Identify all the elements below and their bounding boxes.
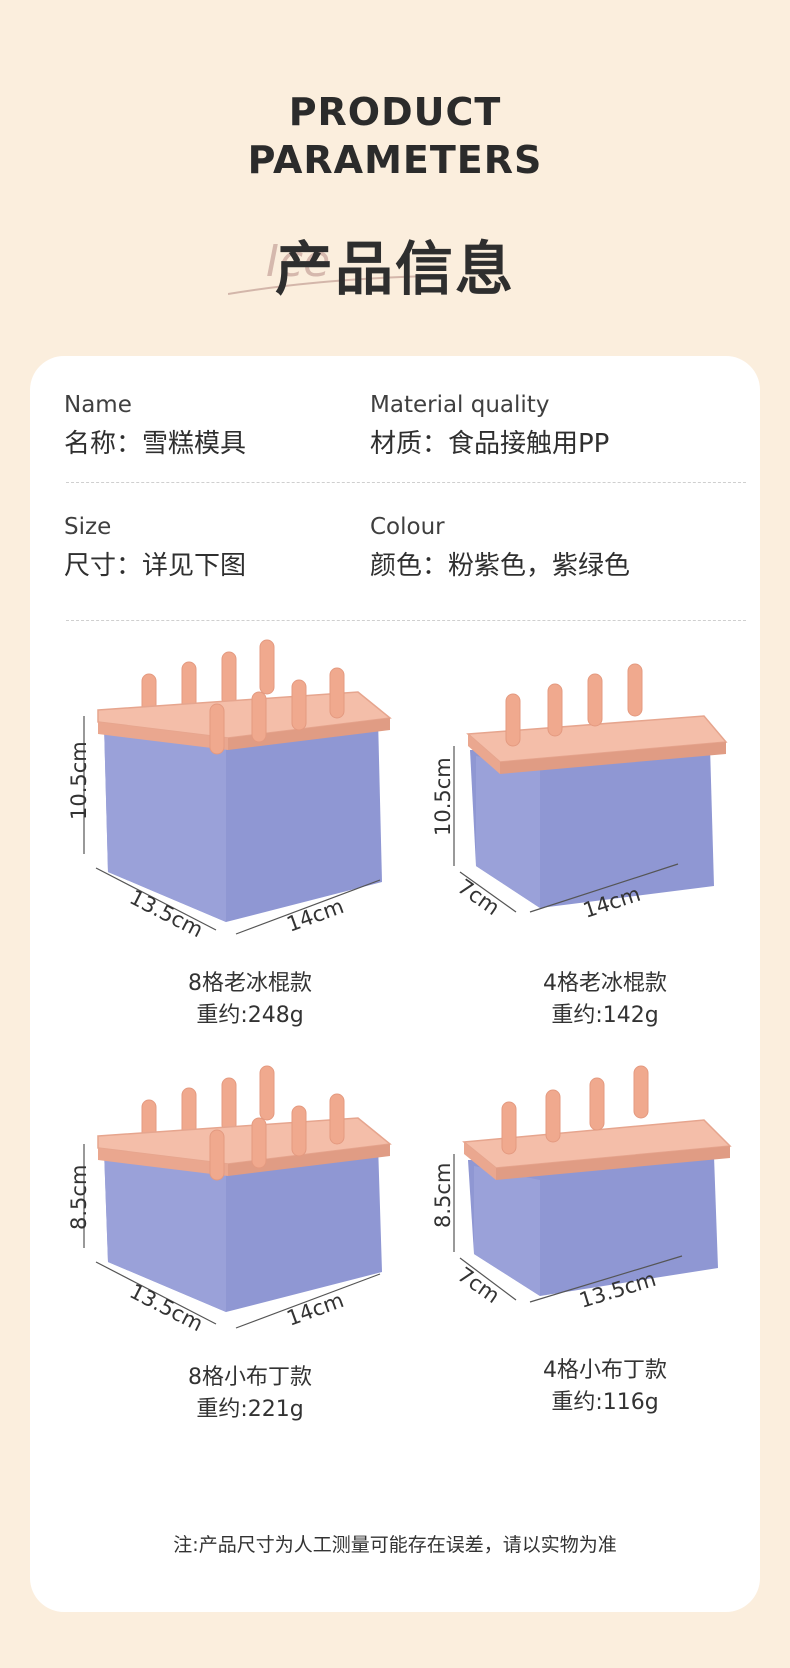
caption-4-tall: 4格老冰棍款 重约:142g: [475, 968, 735, 1032]
dim-depth: 7cm: [453, 874, 504, 920]
title-en-line1: PRODUCT: [288, 90, 502, 134]
product-image-4-tall: 10.5cm 7cm 14cm: [431, 663, 728, 923]
product-name: 4格小布丁款: [543, 1358, 667, 1383]
param-material-cn: 材质：食品接触用PP: [370, 429, 610, 459]
product-weight: 重约:248g: [196, 1003, 304, 1028]
param-name-en: Name: [64, 392, 132, 418]
product-name: 8格老冰棍款: [188, 971, 312, 996]
product-weight: 重约:142g: [551, 1003, 659, 1028]
product-image-8-tall: 10.5cm 13.5cm 14cm: [67, 639, 392, 942]
dim-height: 8.5cm: [67, 1165, 91, 1230]
param-material: Material quality 材质：食品接触用PP: [370, 390, 609, 462]
script-decoration: Ice: [228, 236, 428, 295]
param-colour-cn: 颜色：粉紫色，紫绿色: [370, 551, 631, 581]
divider: [66, 620, 746, 621]
title-en-line2: PARAMETERS: [247, 138, 543, 182]
product-name: 4格老冰棍款: [543, 971, 667, 996]
caption-8-short: 8格小布丁款 重约:221g: [120, 1362, 380, 1426]
disclaimer-note: 注:产品尺寸为人工测量可能存在误差，请以实物为准: [173, 1534, 617, 1556]
dim-height: 10.5cm: [67, 741, 91, 820]
param-size-en: Size: [64, 514, 112, 540]
script-deco-text: Ice: [266, 236, 330, 287]
caption-8-tall: 8格老冰棍款 重约:248g: [120, 968, 380, 1032]
caption-4-short: 4格小布丁款 重约:116g: [475, 1355, 735, 1419]
param-name-cn: 名称：雪糕模具: [64, 429, 247, 459]
param-colour-en: Colour: [370, 514, 445, 540]
title-cn: 产品信息: [274, 235, 515, 303]
product-image-8-short: 8.5cm 13.5cm 14cm: [67, 1065, 392, 1336]
divider: [66, 482, 746, 483]
dim-depth: 7cm: [453, 1262, 504, 1308]
product-image-4-short: 8.5cm 7cm 13.5cm: [431, 1065, 732, 1313]
param-name: Name 名称：雪糕模具: [64, 390, 246, 462]
param-colour: Colour 颜色：粉紫色，紫绿色: [370, 512, 630, 584]
product-weight: 重约:116g: [551, 1390, 659, 1415]
dim-height: 10.5cm: [431, 757, 455, 836]
param-size-cn: 尺寸：详见下图: [64, 551, 247, 581]
param-material-en: Material quality: [370, 392, 550, 418]
product-weight: 重约:221g: [196, 1397, 304, 1422]
header: PRODUCT PARAMETERS Ice 产品信息: [0, 0, 790, 340]
dim-height: 8.5cm: [431, 1163, 455, 1228]
product-name: 8格小布丁款: [188, 1365, 312, 1390]
info-card: Name 名称：雪糕模具 Material quality 材质：食品接触用PP…: [30, 356, 760, 1612]
param-size: Size 尺寸：详见下图: [64, 512, 246, 584]
